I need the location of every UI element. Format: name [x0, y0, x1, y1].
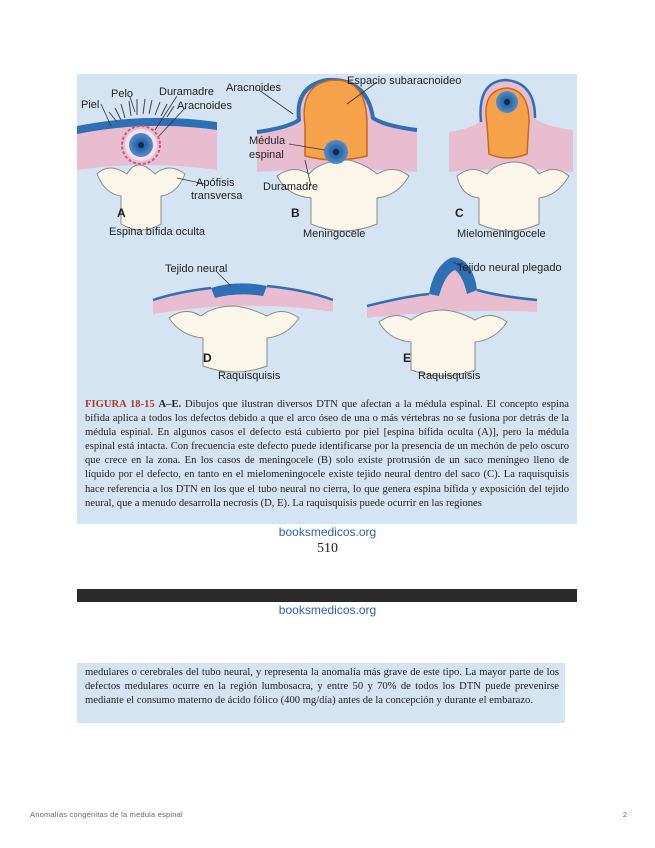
panel-d-letter: D [203, 351, 212, 365]
panel-d-title: Raquisquisis [218, 370, 281, 382]
caption-figure-number: FIGURA 18-15 [85, 399, 155, 410]
watermark-top: booksmedicos.org [278, 525, 377, 539]
caption-panel-range: A–E. [158, 399, 182, 410]
diagram-c [449, 78, 573, 232]
diagram-e [366, 257, 538, 377]
label-duramadre-a: Duramadre [159, 86, 215, 98]
figure-panel: Piel Pelo Duramadre Aracnoides Apófisis … [77, 74, 577, 384]
diagram-b [256, 77, 418, 232]
panel-c-title: Mielomeningocele [457, 228, 546, 240]
label-pelo: Pelo [111, 88, 134, 100]
continuation-text: medulares o cerebrales del tubo neural, … [85, 667, 559, 707]
panel-b-letter: B [291, 206, 300, 220]
label-piel: Piel [81, 99, 100, 111]
label-espacio-subaracnoideo: Espacio subaracnoideo [347, 75, 462, 87]
leader-lines [100, 81, 470, 287]
label-tejido-neural: Tejido neural [165, 263, 228, 275]
diagram-d [152, 283, 334, 373]
panel-a-title: Espina bífida oculta [109, 226, 206, 238]
label-tejido-neural-plegado: Tejido neural plegado [457, 262, 562, 274]
figure-drawing [77, 77, 573, 377]
figure-caption: FIGURA 18-15 A–E. Dibujos que ilustran d… [85, 398, 569, 511]
caption-text: Dibujos que ilustran diversos DTN que af… [85, 399, 569, 509]
panel-a-letter: A [117, 206, 126, 220]
label-espinal: espinal [249, 149, 284, 161]
label-apofisis: Apófisis [196, 177, 235, 189]
footer-page: 2 [622, 810, 627, 819]
continuation-box: medulares o cerebrales del tubo neural, … [77, 663, 565, 723]
caption-box: FIGURA 18-15 A–E. Dibujos que ilustran d… [77, 384, 577, 524]
diagram-a [77, 98, 217, 231]
label-medula: Médula [249, 135, 286, 147]
label-duramadre-b: Duramadre [263, 181, 319, 193]
label-transversa: transversa [191, 190, 243, 202]
label-aracnoides-a: Aracnoides [177, 100, 233, 112]
panel-e-title: Raquisquisis [418, 370, 481, 382]
panel-c-letter: C [455, 206, 464, 220]
panel-e-letter: E [403, 351, 412, 365]
label-aracnoides-b: Aracnoides [226, 82, 282, 94]
page-divider [77, 589, 577, 602]
page-number: 510 [317, 541, 338, 556]
panel-b-title: Meningocele [303, 228, 366, 240]
watermark-bottom: booksmedicos.org [278, 603, 377, 617]
footer-title: Anomalías congénitas de la medula espina… [30, 810, 183, 819]
